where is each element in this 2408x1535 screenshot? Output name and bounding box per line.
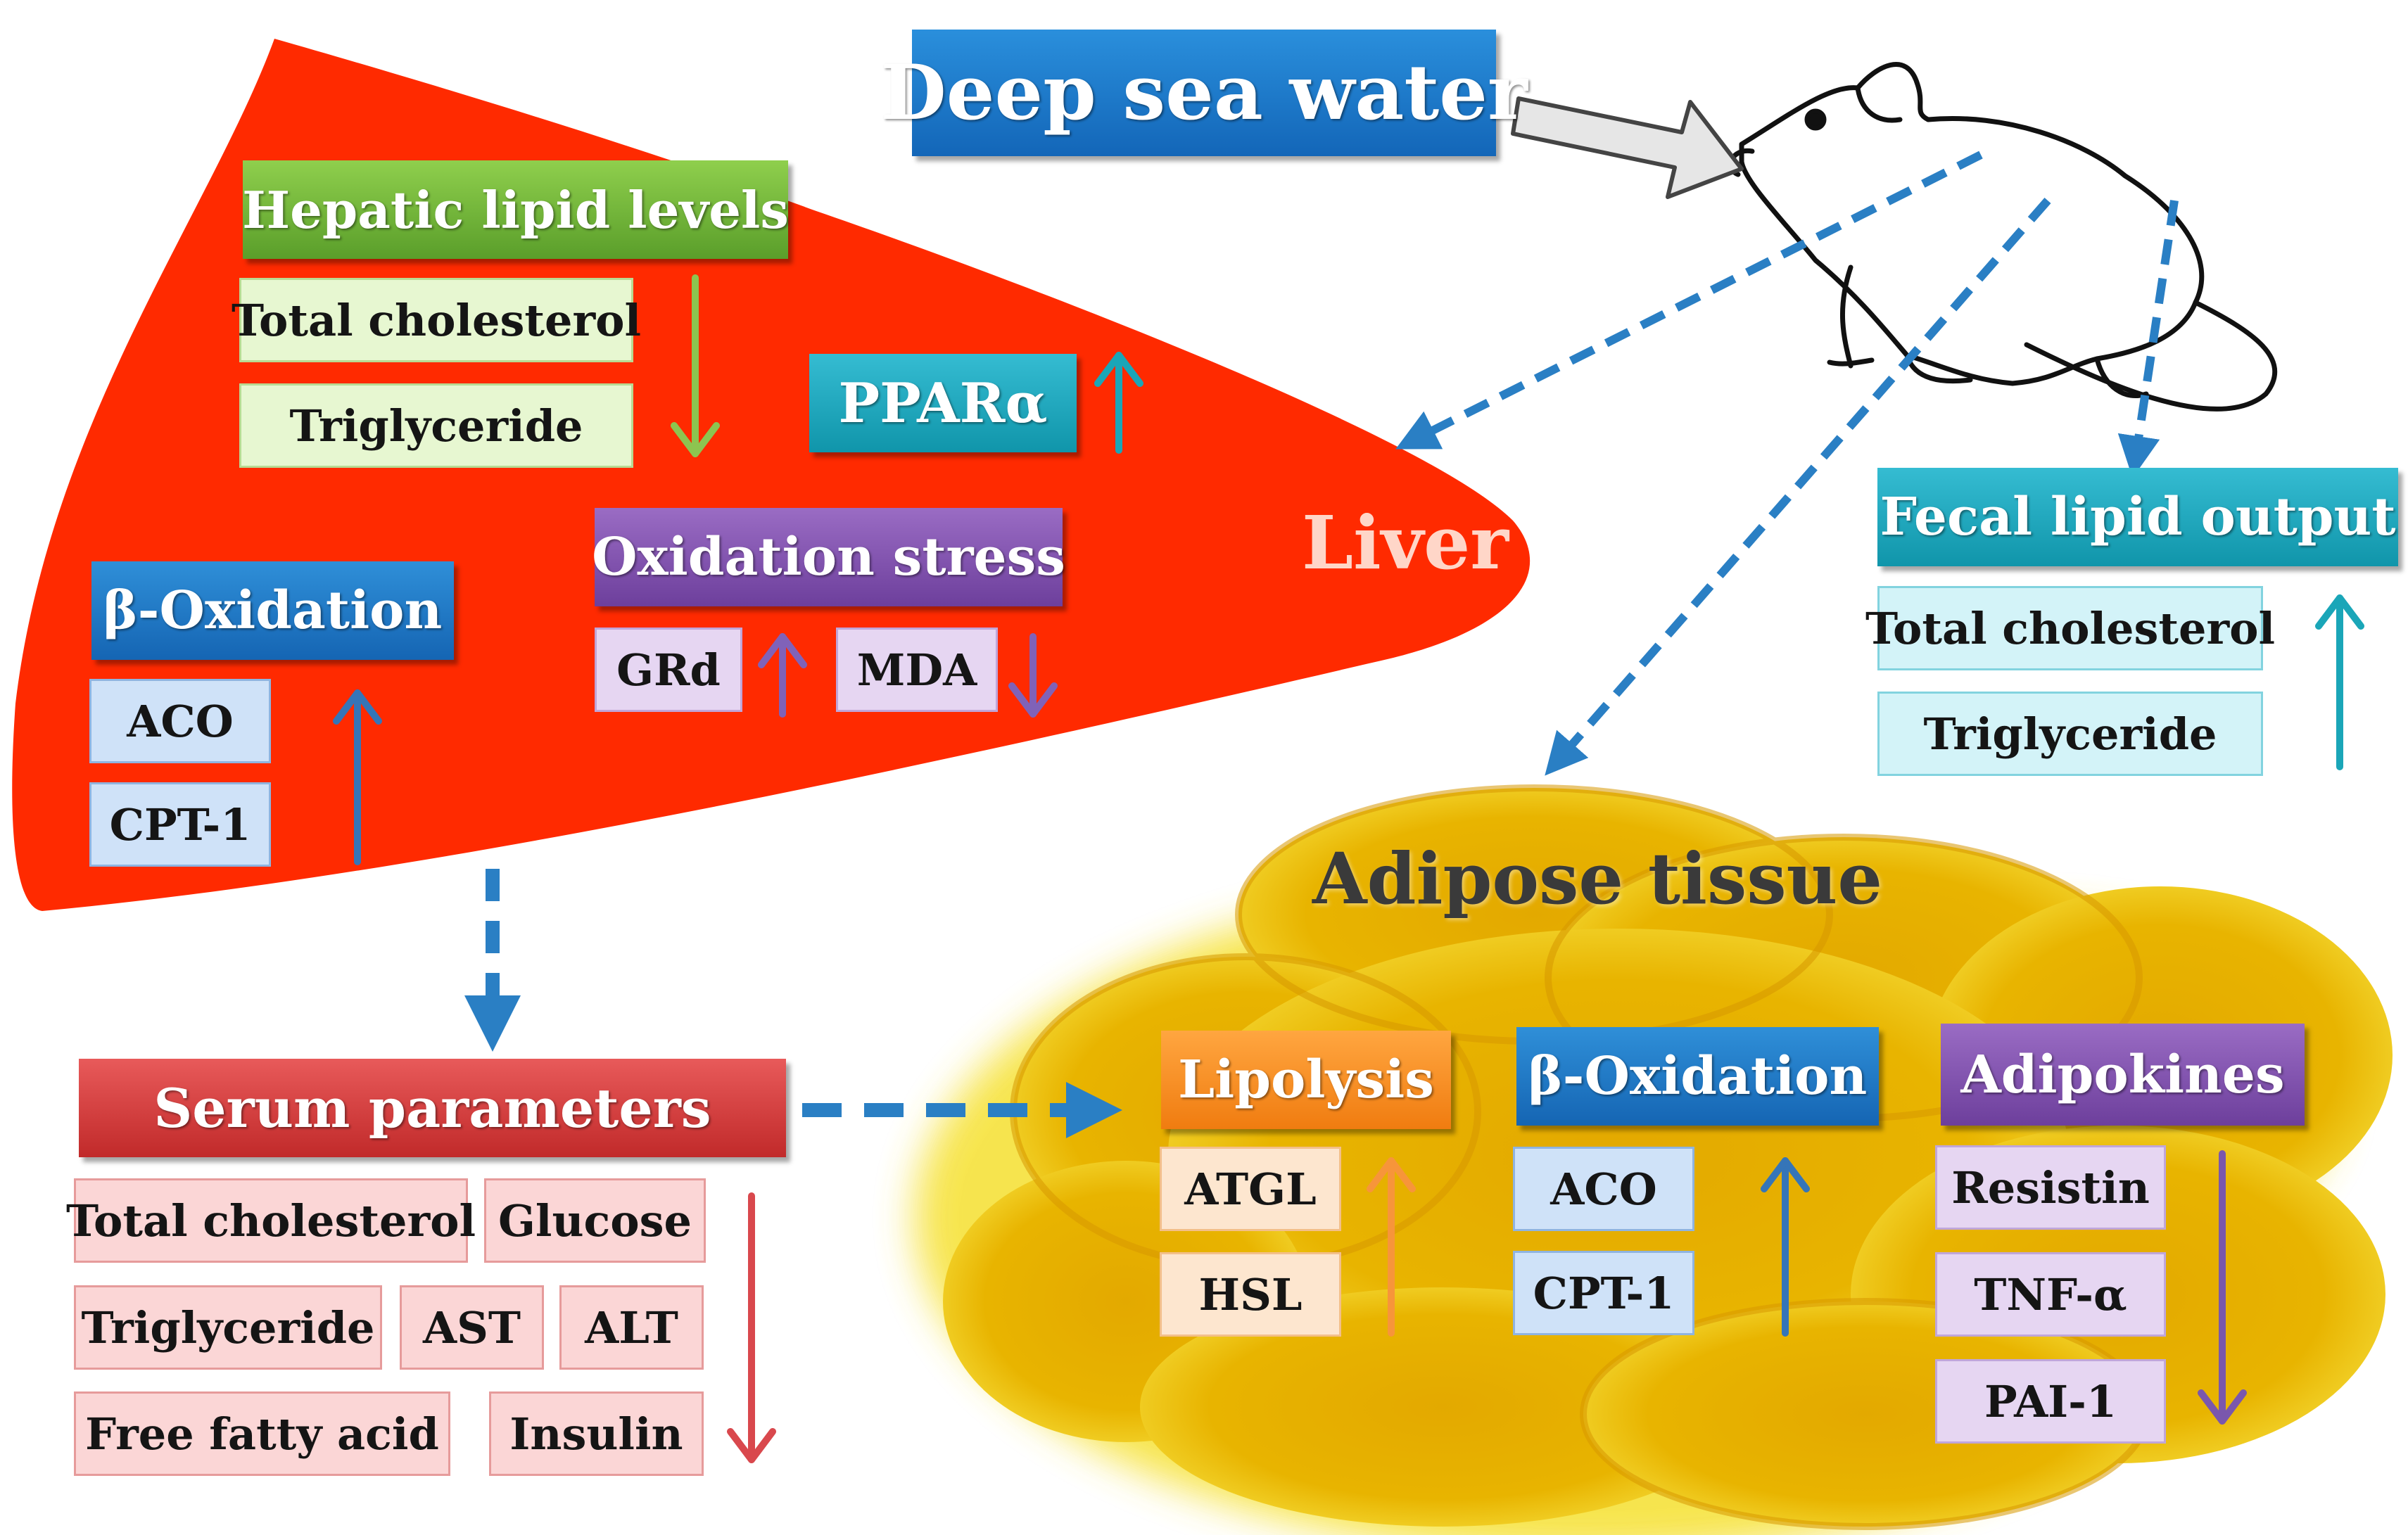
deep-sea-water-title: Deep sea water xyxy=(880,30,1528,156)
hepatic-down-arrow xyxy=(671,274,720,457)
serum-parameters-header: Serum parameters xyxy=(79,1059,786,1157)
serum-triglyceride: Triglyceride xyxy=(74,1285,382,1370)
hepatic-total-cholesterol: Total cholesterol xyxy=(232,278,641,362)
fecal-lipid-output-header: Fecal lipid output xyxy=(1877,468,2398,566)
adipose-beta-oxidation-up-arrow xyxy=(1761,1157,1810,1337)
lipolysis-up-arrow xyxy=(1367,1157,1416,1337)
dashed-arrows xyxy=(464,151,2179,1138)
intake-arrow xyxy=(1511,96,1744,199)
liver-label: Liver xyxy=(1302,499,1509,586)
ppar-alpha-header: PPARα xyxy=(809,354,1077,452)
mda-item: MDA xyxy=(836,628,998,712)
grd-item: GRd xyxy=(595,628,742,712)
lipolysis-header: Lipolysis xyxy=(1161,1031,1451,1129)
adipokines-header: Adipokines xyxy=(1941,1024,2305,1126)
ppar-up-arrow xyxy=(1094,352,1143,454)
adipose-beta-oxidation-header: β-Oxidation xyxy=(1516,1027,1879,1126)
hsl-item: HSL xyxy=(1160,1252,1341,1337)
adipose-aco-item: ACO xyxy=(1513,1147,1694,1231)
hepatic-triglyceride: Triglyceride xyxy=(239,383,633,468)
serum-free-fatty-acid: Free fatty acid xyxy=(74,1391,450,1476)
resistin-item: Resistin xyxy=(1935,1145,2166,1230)
adipose-cpt1-item: CPT-1 xyxy=(1513,1251,1694,1335)
mda-down-arrow xyxy=(1008,633,1058,718)
mouse-icon xyxy=(1728,62,2277,412)
hepatic-lipid-levels-header: Hepatic lipid levels xyxy=(242,160,789,259)
trend-arrows xyxy=(333,274,2364,1463)
liver-beta-oxidation-header: β-Oxidation xyxy=(91,561,454,660)
oxidation-stress-header: Oxidation stress xyxy=(592,508,1065,606)
serum-total-cholesterol: Total cholesterol xyxy=(66,1178,476,1263)
fecal-up-arrow xyxy=(2315,594,2364,770)
serum-ast: AST xyxy=(400,1285,544,1370)
liver-aco-item: ACO xyxy=(89,679,271,763)
liver-beta-oxidation-up-arrow xyxy=(333,689,382,865)
serum-alt: ALT xyxy=(559,1285,704,1370)
adipokines-down-arrow xyxy=(2198,1150,2247,1425)
adipose-tissue-label: Adipose tissue xyxy=(1312,837,1882,920)
pai1-item: PAI-1 xyxy=(1935,1359,2166,1444)
serum-down-arrow xyxy=(727,1192,776,1463)
liver-cpt1-item: CPT-1 xyxy=(89,782,271,867)
serum-insulin: Insulin xyxy=(489,1391,704,1476)
atgl-item: ATGL xyxy=(1160,1147,1341,1231)
serum-glucose: Glucose xyxy=(484,1178,706,1263)
grd-up-arrow xyxy=(758,633,807,718)
fecal-triglyceride: Triglyceride xyxy=(1877,692,2263,776)
fecal-total-cholesterol: Total cholesterol xyxy=(1865,586,2275,670)
tnf-alpha-item: TNF-α xyxy=(1935,1252,2166,1337)
